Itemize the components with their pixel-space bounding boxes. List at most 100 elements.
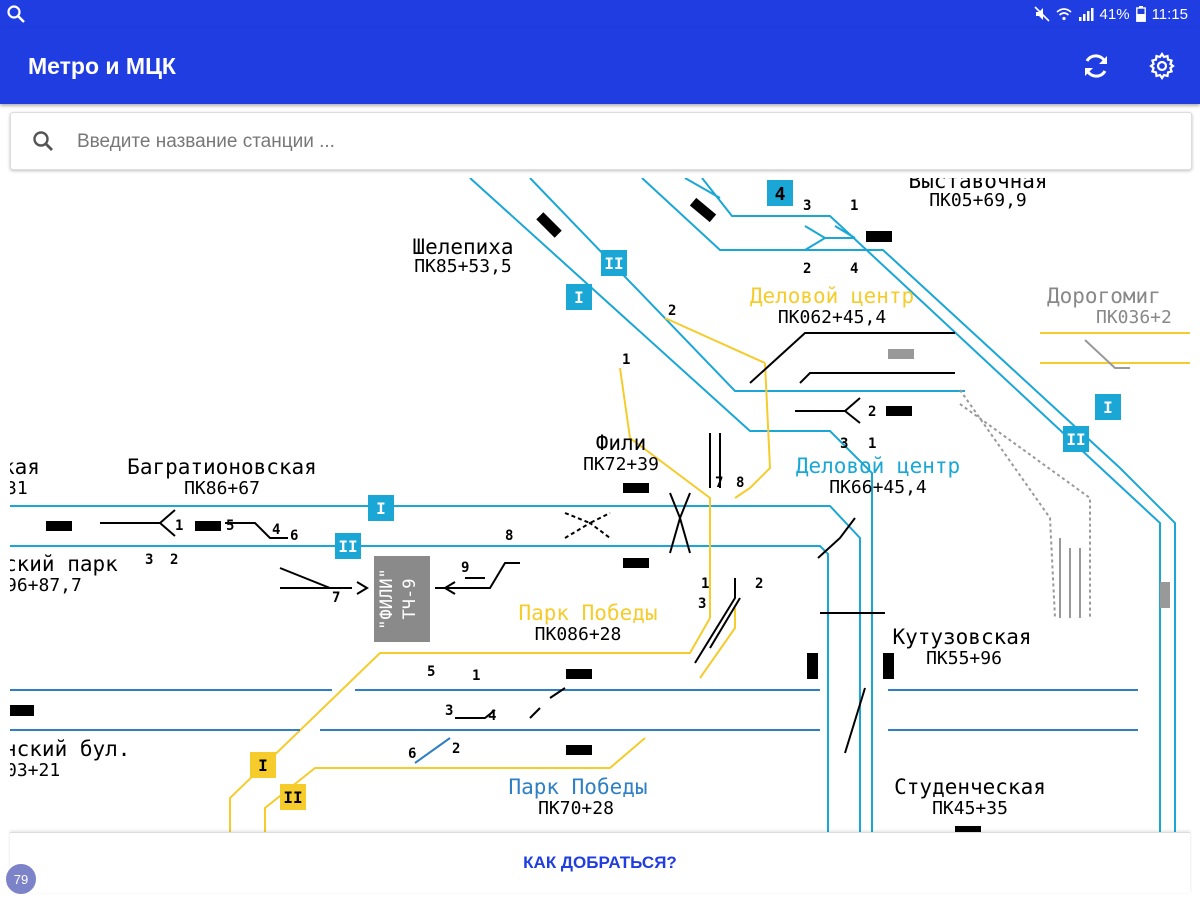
gray-signal-blocks — [888, 349, 1170, 608]
mid-blue-track-lines — [10, 689, 1138, 764]
station-name: Студенческая — [894, 775, 1046, 799]
station-name: Деловой центр — [796, 454, 960, 478]
refresh-icon — [1085, 54, 1107, 78]
depot-block: "ФИЛИ" ТЧ-9 — [374, 556, 430, 642]
station-km: ПК86+67 — [184, 478, 260, 499]
depot-code: ТЧ-9 — [400, 579, 420, 620]
badge-one: I — [376, 499, 386, 518]
station-name: ский парк — [10, 552, 118, 576]
signal-icon — [1078, 8, 1094, 21]
station-name: Выставочная — [908, 178, 1047, 193]
station-name: Парк Победы — [508, 775, 647, 799]
station-km: ПК72+39 — [583, 454, 659, 475]
station-km: 03+21 — [10, 760, 60, 781]
depot-name: "ФИЛИ" — [377, 568, 397, 629]
switch-number: 7 — [715, 475, 723, 491]
search-icon[interactable] — [6, 4, 26, 24]
badge-four: 4 — [775, 184, 786, 205]
battery-icon — [1135, 6, 1146, 22]
status-indicators: 41% 11:15 — [1033, 4, 1188, 24]
settings-button[interactable] — [1144, 48, 1180, 84]
station-labels: Выставочная ПК05+69,9 Шелепиха ПК85+53,5… — [10, 178, 1172, 819]
station-name: Дорогомиг — [1047, 284, 1161, 308]
badge-two: II — [283, 788, 302, 807]
signal-blocks — [10, 197, 981, 832]
dashed-switch-lines — [564, 512, 611, 539]
mute-icon — [1033, 6, 1050, 22]
app-bar: Метро и МЦК — [0, 28, 1200, 104]
switch-number: 8 — [736, 475, 744, 491]
track-map[interactable]: "ФИЛИ" ТЧ-9 4 II I I II I II I II 3 1 2 … — [10, 178, 1190, 832]
wifi-icon — [1056, 8, 1072, 21]
station-km: 96+87,7 — [10, 575, 82, 596]
battery-percent: 41% — [1099, 5, 1130, 23]
switch-number: 2 — [755, 576, 763, 592]
badge-one: I — [1103, 398, 1113, 417]
station-name: Шелепиха — [412, 235, 513, 259]
switch-number: 6 — [408, 746, 416, 762]
station-km: ПК85+53,5 — [414, 256, 512, 277]
track-badges: 4 II I I II I II I II — [250, 180, 1121, 810]
switch-number: 1 — [472, 668, 480, 684]
badge-one: I — [258, 756, 268, 775]
how-to-get-label: КАК ДОБРАТЬСЯ? — [523, 853, 677, 872]
switch-number: 3 — [145, 552, 153, 568]
switch-number: 6 — [290, 528, 298, 544]
switch-number: 1 — [175, 518, 183, 534]
switch-number: 4 — [488, 708, 496, 724]
switch-number: 1 — [868, 436, 876, 452]
station-search-input[interactable] — [75, 123, 1169, 161]
switch-number: 3 — [698, 596, 706, 612]
station-km: ПК66+45,4 — [829, 477, 927, 498]
switch-number: 2 — [170, 552, 178, 568]
switch-number: 9 — [461, 560, 469, 576]
notification-badge[interactable]: 79 — [4, 862, 38, 896]
switch-numbers: 3 1 2 4 2 1 2 3 1 7 8 1 5 4 6 3 2 8 9 7 … — [145, 198, 876, 762]
track-map-canvas[interactable]: "ФИЛИ" ТЧ-9 4 II I I II I II I II 3 1 2 … — [10, 178, 1190, 832]
clock: 11:15 — [1151, 5, 1188, 23]
switch-number: 8 — [505, 528, 513, 544]
station-name: Кутузовская — [892, 625, 1031, 649]
light-blue-switch-lines — [804, 225, 856, 251]
switch-number: 3 — [840, 436, 848, 452]
station-km: ПК086+28 — [535, 624, 622, 645]
refresh-button[interactable] — [1078, 48, 1114, 84]
badge-one: I — [574, 288, 584, 307]
switch-number: 4 — [272, 522, 280, 538]
how-to-get-button[interactable]: КАК ДОБРАТЬСЯ? — [10, 832, 1190, 893]
switch-number: 1 — [701, 576, 709, 592]
status-bar: 41% 11:15 — [0, 0, 1200, 28]
switch-number: 3 — [445, 703, 453, 719]
station-km: ПК05+69,9 — [929, 190, 1027, 211]
switch-number: 2 — [868, 404, 876, 420]
station-name: Парк Победы — [518, 601, 657, 625]
light-blue-track-lines — [10, 178, 1176, 832]
station-km: ПК062+45,4 — [778, 307, 886, 328]
station-name: нский бул. — [10, 737, 130, 761]
switch-number: 7 — [332, 590, 340, 606]
station-km: ПК45+35 — [932, 798, 1008, 819]
switch-number: 4 — [850, 261, 858, 277]
station-km: ПК036+2 — [1096, 307, 1172, 328]
search-icon — [33, 131, 53, 151]
switch-number: 2 — [803, 261, 811, 277]
station-km: 31 — [10, 478, 28, 499]
switch-number: 2 — [668, 303, 676, 319]
station-km: ПК70+28 — [538, 798, 614, 819]
station-name: кая — [10, 455, 40, 479]
yellow-track-lines — [229, 317, 1190, 832]
switch-number: 5 — [226, 518, 234, 534]
gray-track-lines — [959, 339, 1130, 619]
station-search-box — [10, 112, 1192, 170]
switch-number: 2 — [452, 741, 460, 757]
switch-number: 3 — [803, 198, 811, 214]
badge-two: II — [338, 537, 357, 556]
switch-number: 1 — [622, 352, 630, 368]
station-km: ПК55+96 — [926, 648, 1002, 669]
black-track-lines — [100, 332, 955, 754]
switch-number: 5 — [427, 664, 435, 680]
switch-number: 1 — [850, 198, 858, 214]
station-name: Багратионовская — [127, 455, 317, 479]
gear-icon — [1149, 52, 1175, 80]
depot-arrows — [356, 581, 456, 595]
